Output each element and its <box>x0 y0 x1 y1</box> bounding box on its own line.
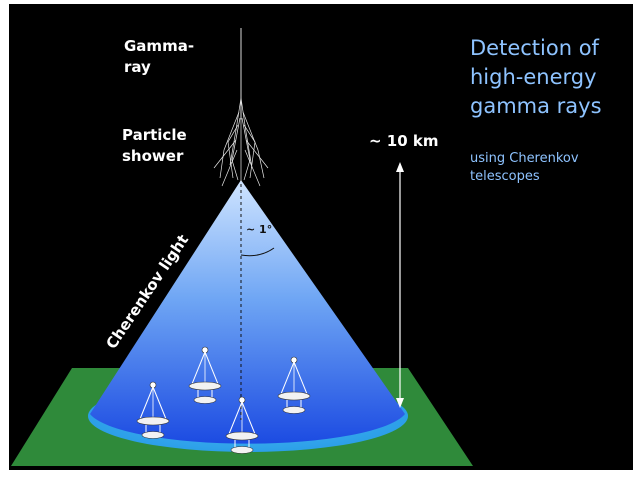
particle-shower-label: Particle <box>122 126 187 144</box>
distance-arrow-icon <box>396 162 404 408</box>
particle-shower-label-2: shower <box>122 147 184 165</box>
telescope-icon <box>225 396 259 454</box>
title-line-1: Detection of <box>470 36 600 60</box>
angle-label: ~ 1° <box>246 223 272 236</box>
title-line-3: gamma rays <box>470 94 602 118</box>
cherenkov-cone <box>90 180 405 444</box>
gamma-ray-label: Gamma- <box>124 37 194 55</box>
telescope-icon <box>277 356 311 414</box>
telescope-icon <box>136 381 170 439</box>
particle-shower-icon <box>213 97 269 187</box>
angle-arc-icon <box>240 247 275 257</box>
telescope-icon <box>188 346 222 404</box>
distance-label: ~ 10 km <box>369 132 439 150</box>
subtitle-line-1: using Cherenkov <box>470 151 579 166</box>
title-line-2: high-energy <box>470 65 597 89</box>
subtitle-line-2: telescopes <box>470 169 540 184</box>
gamma-ray-label-2: ray <box>124 58 151 76</box>
